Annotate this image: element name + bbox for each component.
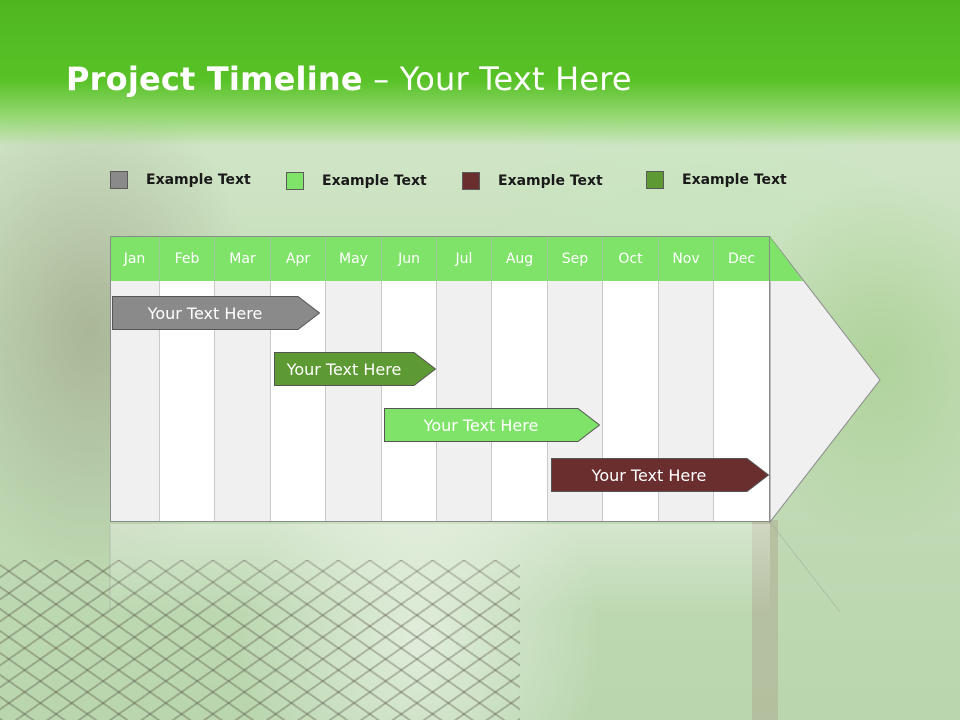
page-title: Project Timeline – Your Text Here xyxy=(66,60,632,98)
month-label-aug: Aug xyxy=(492,237,548,281)
timeline-column-may xyxy=(326,281,382,521)
timeline-grid-border xyxy=(110,236,770,522)
timeline-column-aug xyxy=(492,281,548,521)
month-label-mar: Mar xyxy=(215,237,271,281)
month-label-apr: Apr xyxy=(271,237,326,281)
task-bar-label: Your Text Here xyxy=(591,465,707,485)
background-hammock xyxy=(0,560,520,720)
month-label-jun: Jun xyxy=(382,237,437,281)
task-bar-label: Your Text Here xyxy=(286,359,402,379)
task-bar-4: Your Text Here xyxy=(551,458,769,492)
timeline-column-jun xyxy=(382,281,437,521)
task-bar-3: Your Text Here xyxy=(384,408,600,442)
month-label-nov: Nov xyxy=(659,237,714,281)
month-label-may: May xyxy=(326,237,382,281)
legend-item-4: Example Text xyxy=(646,171,787,189)
legend-swatch-maroon xyxy=(462,172,480,190)
task-bar-label: Your Text Here xyxy=(423,415,539,435)
legend-swatch-light-green xyxy=(286,172,304,190)
legend-swatch-gray xyxy=(110,171,128,189)
legend-label: Example Text xyxy=(498,173,603,189)
header-bar: Project Timeline – Your Text Here xyxy=(0,0,960,146)
month-label-jan: Jan xyxy=(110,237,160,281)
legend-label: Example Text xyxy=(146,172,251,188)
background-post xyxy=(752,520,778,720)
legend-item-2: Example Text xyxy=(286,172,427,190)
month-label-jul: Jul xyxy=(437,237,492,281)
month-label-sep: Sep xyxy=(548,237,603,281)
month-label-oct: Oct xyxy=(603,237,659,281)
title-rest: – Your Text Here xyxy=(362,60,632,98)
task-bar-1: Your Text Here xyxy=(112,296,320,330)
legend-swatch-dark-green xyxy=(646,171,664,189)
legend-label: Example Text xyxy=(322,173,427,189)
task-bar-label: Your Text Here xyxy=(147,303,263,323)
task-bar-2: Your Text Here xyxy=(274,352,436,386)
legend-label: Example Text xyxy=(682,172,787,188)
timeline-column-jul xyxy=(437,281,492,521)
timeline-reflection xyxy=(110,524,770,614)
legend-item-3: Example Text xyxy=(462,172,603,190)
month-label-feb: Feb xyxy=(160,237,215,281)
legend-item-1: Example Text xyxy=(110,171,251,189)
title-bold: Project Timeline xyxy=(66,60,363,98)
